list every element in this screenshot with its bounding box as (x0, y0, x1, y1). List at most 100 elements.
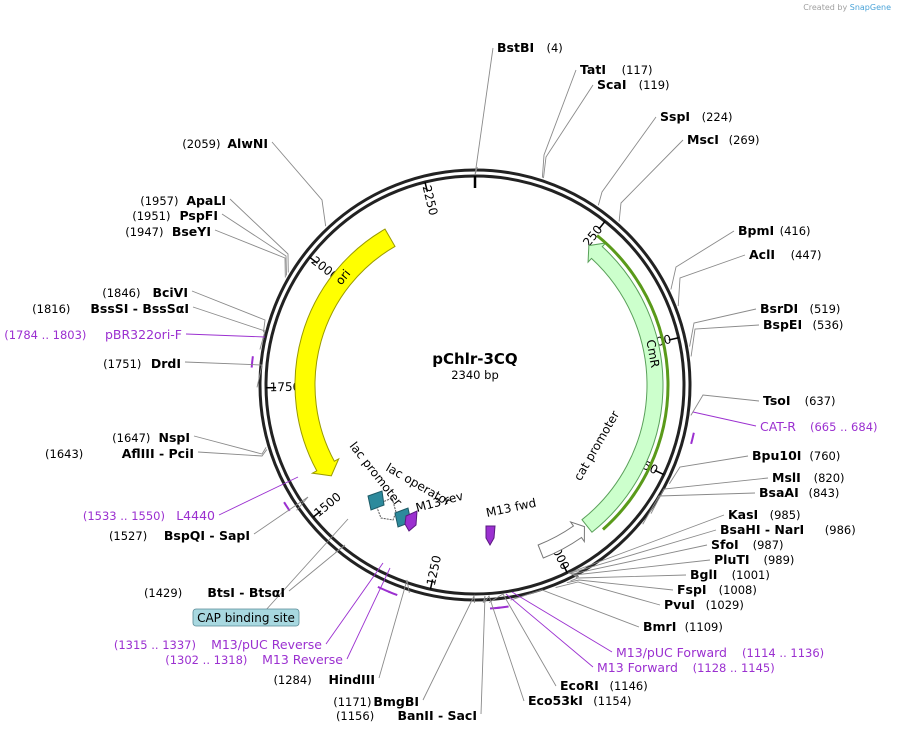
primer-site-mark[interactable] (489, 606, 501, 610)
lead-bpmi (670, 230, 735, 290)
site-bsrdi-position: (519) (810, 302, 841, 316)
site-apali[interactable]: ApaLI(1957) (140, 193, 226, 208)
site-bsssi-bsss-i[interactable]: BssSI - BssSαI(1816) (32, 301, 189, 316)
feature-m13-rev-arrow[interactable] (404, 510, 418, 532)
primer-m13-puc-forward[interactable]: M13/pUC Forward(1114 .. 1136) (616, 645, 824, 660)
lead-sfoi (570, 544, 708, 578)
primer-m13-forward[interactable]: M13 Forward(1128 .. 1145) (597, 660, 775, 675)
site-sfoi[interactable]: SfoI(987) (711, 537, 784, 552)
feature-lac-operator-box[interactable] (367, 490, 385, 511)
feature-ori-arrow[interactable] (294, 228, 396, 477)
site-afliii-pcii[interactable]: AflIII - PciI(1643) (45, 446, 194, 461)
site-sspi[interactable]: SspI(224) (660, 109, 733, 124)
tick-mark (562, 563, 568, 573)
site-eco53ki-position: (1154) (593, 694, 631, 708)
site-hindiii[interactable]: HindIII(1284) (273, 672, 375, 687)
primer-m13-reverse-name: M13 Reverse (262, 652, 343, 667)
site-pvui[interactable]: PvuI(1029) (664, 597, 744, 612)
site-bseyi[interactable]: BseYI(1947) (125, 224, 211, 239)
site-hindiii-position: (1284) (273, 673, 311, 687)
tick-mark (429, 579, 434, 590)
site-msli[interactable]: MslI(820) (772, 470, 845, 485)
site-pluti[interactable]: PluTI (989) (714, 552, 794, 567)
site-kasi-position: (985) (770, 508, 801, 522)
primer-site-mark[interactable] (387, 590, 398, 597)
site-apali-position: (1957) (140, 194, 178, 208)
site-bsahi-nari[interactable]: BsaHI - NarI(986) (720, 522, 856, 537)
site-bcivi-name: BciVI (152, 285, 188, 300)
feature-cat-promoter-arrow[interactable] (537, 520, 585, 559)
lead-cap-binding-site (264, 518, 349, 612)
lead-scai (543, 84, 594, 179)
lead-btsi-bts-i (288, 544, 346, 592)
site-pluti-name: PluTI (714, 552, 750, 567)
site-bsahi-nari-name: BsaHI - NarI (720, 522, 804, 537)
lead-bstbi (474, 47, 494, 176)
site-tsoi[interactable]: TsoI(637) (763, 393, 836, 408)
feature-cat-promoter-label: cat promoter (571, 408, 622, 483)
site-pspfi-position: (1951) (132, 209, 170, 223)
primer-l4440[interactable]: L4440(1533 .. 1550) (83, 508, 215, 523)
site-scai-position: (119) (639, 78, 670, 92)
snapgene-logo: SnapGene (849, 3, 891, 12)
site-scai[interactable]: ScaI(119) (597, 77, 670, 92)
site-tati[interactable]: TatI(117) (580, 62, 653, 77)
lead-saci (480, 595, 486, 715)
lead-fspi (566, 579, 674, 591)
primer-pbr322ori-f[interactable]: pBR322ori-F(1784 .. 1803) (4, 327, 182, 342)
feature-m13-fwd-arrow[interactable] (485, 525, 496, 547)
site-saci[interactable]: BanII - SacI(1156) (336, 708, 477, 723)
site-drdi-position: (1751) (103, 357, 141, 371)
site-fspi-name: FspI (677, 582, 707, 597)
plasmid-backbone-inner (264, 174, 686, 596)
primer-cat-r[interactable]: CAT-R(665 .. 684) (760, 419, 878, 434)
site-bgli[interactable]: BglI(1001) (690, 567, 770, 582)
site-bcivi-position: (1846) (102, 286, 140, 300)
site-alwni-name: AlwNI (227, 136, 268, 151)
site-fspi[interactable]: FspI(1008) (677, 582, 757, 597)
site-alwni[interactable]: AlwNI(2059) (182, 136, 268, 151)
site-bsaai[interactable]: BsaAI(843) (759, 485, 839, 500)
site-bgli-name: BglI (690, 567, 717, 582)
site-bsrdi[interactable]: BsrDI(519) (760, 301, 840, 316)
site-bmgbi[interactable]: BmgBI(1171) (333, 694, 419, 709)
site-bspei-name: BspEI (763, 317, 802, 332)
lead-bseyi (214, 229, 286, 278)
feature-cmr-arrow[interactable] (581, 242, 664, 533)
lead-m13-reverse (346, 567, 391, 660)
site-drdi[interactable]: DrdI (1751) (103, 356, 181, 371)
primer-m13-reverse[interactable]: M13 Reverse(1302 .. 1318) (165, 652, 343, 667)
site-bpu10i-name: Bpu10I (752, 448, 801, 463)
lead-drdi (184, 361, 263, 388)
primer-site-mark[interactable] (690, 432, 695, 445)
site-bcivi[interactable]: BciVI (1846) (102, 285, 188, 300)
site-btsi-bts-i[interactable]: BtsI - BtsαI(1429) (144, 585, 285, 600)
site-kasi[interactable]: KasI(985) (728, 507, 801, 522)
site-bspei[interactable]: BspEI(536) (763, 317, 843, 332)
site-nspi-position: (1647) (112, 431, 150, 445)
site-bstbi[interactable]: BstBI(4) (497, 40, 563, 55)
primer-m13-puc-reverse[interactable]: M13/pUC Reverse(1315 .. 1337) (114, 637, 322, 652)
site-btsi-bts-i-position: (1429) (144, 586, 182, 600)
cap-binding-site[interactable]: CAP binding site (192, 608, 300, 627)
tick-mark (312, 510, 322, 518)
primer-cat-r-name: CAT-R (760, 419, 796, 434)
site-nspi[interactable]: NspI(1647) (112, 430, 190, 445)
site-drdi-name: DrdI (151, 356, 181, 371)
site-ecori[interactable]: EcoRI(1146) (560, 678, 648, 693)
lead-msci (618, 139, 684, 222)
site-bpu10i[interactable]: Bpu10I(760) (752, 448, 840, 463)
site-bspqi-sapi-position: (1527) (109, 529, 147, 543)
primer-site-mark[interactable] (283, 501, 291, 512)
primer-site-mark[interactable] (250, 356, 254, 368)
site-eco53ki[interactable]: Eco53kI(1154) (528, 693, 632, 708)
primer-m13-puc-reverse-name: M13/pUC Reverse (211, 637, 322, 652)
site-bmri[interactable]: BmrI(1109) (643, 619, 723, 634)
primer-m13-puc-forward-range: (1114 .. 1136) (742, 646, 824, 660)
site-acli[interactable]: AclI(447) (749, 247, 822, 262)
site-pspfi[interactable]: PspFI(1951) (132, 208, 218, 223)
site-pluti-position: (989) (764, 553, 795, 567)
site-bpmi[interactable]: BpmI(416) (738, 223, 811, 238)
site-bspqi-sapi[interactable]: BspQI - SapI(1527) (109, 528, 250, 543)
site-msci[interactable]: MscI(269) (687, 132, 760, 147)
